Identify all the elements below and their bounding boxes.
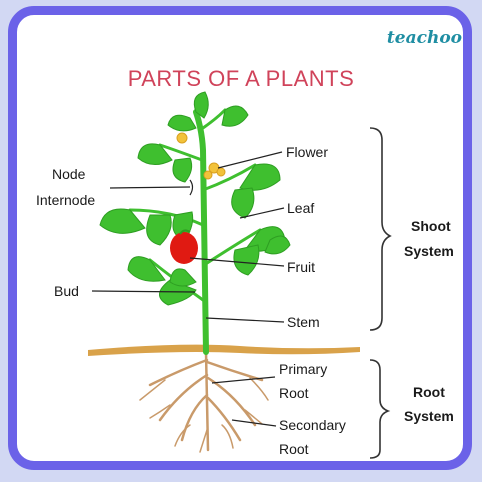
label-leaf: Leaf [287, 200, 314, 216]
shoot-system-label-line1: Shoot [411, 218, 451, 234]
fruit-drawing [170, 230, 198, 264]
label-bud: Bud [54, 283, 79, 299]
root-system-label-line2: System [404, 408, 454, 424]
root-system-drawing [140, 352, 268, 452]
label-node: Node [52, 166, 85, 182]
shoot-system-label-line2: System [404, 243, 454, 259]
label-secondary-root-line2: Root [279, 441, 309, 457]
root-system-brace [370, 360, 388, 458]
label-internode: Internode [36, 192, 95, 208]
shoot-system-brace [370, 128, 390, 330]
root-system-label-line1: Root [413, 384, 445, 400]
system-braces [370, 128, 390, 458]
label-primary-root-line1: Primary [279, 361, 327, 377]
label-secondary-root-line1: Secondary [279, 417, 346, 433]
label-primary-root-line2: Root [279, 385, 309, 401]
brand-logo: teachoo [387, 28, 462, 48]
label-flower: Flower [286, 144, 328, 160]
leaves-drawing [100, 92, 290, 305]
stem-drawing [196, 112, 206, 352]
label-stem: Stem [287, 314, 320, 330]
diagram-title: PARTS OF A PLANTS [0, 66, 482, 92]
label-fruit: Fruit [287, 259, 315, 275]
soil-line [88, 345, 360, 356]
